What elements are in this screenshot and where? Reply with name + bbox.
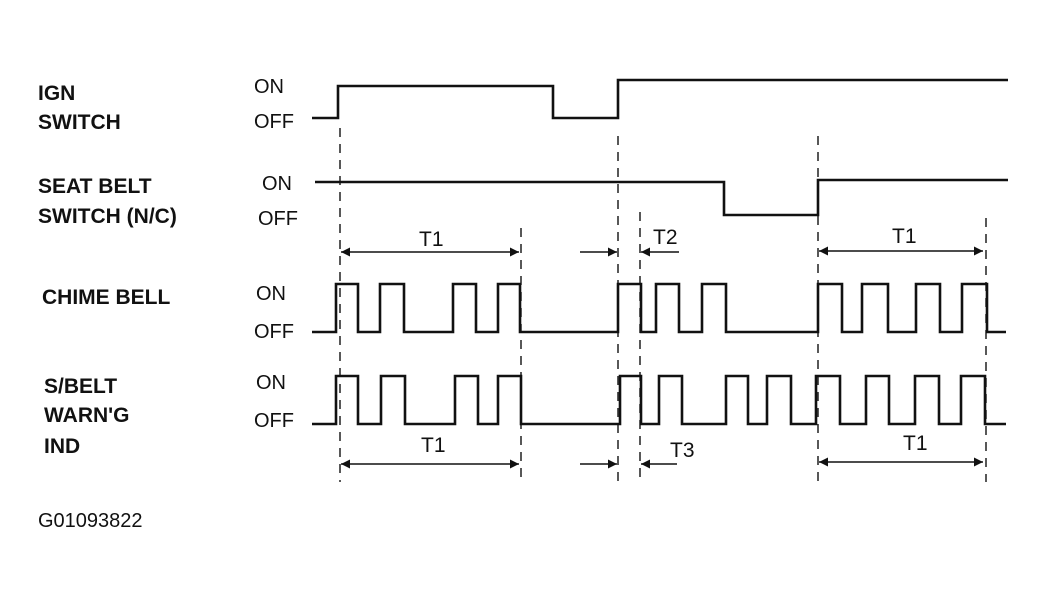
sbelt-warn-ind-waveform: [312, 374, 1006, 426]
chime-bell-waveform: [312, 282, 1006, 334]
t1-label-4: T1: [903, 432, 928, 455]
ign-switch-off-label: OFF: [254, 111, 294, 133]
seat-belt-switch-off-label: OFF: [258, 208, 298, 230]
sbelt-warn-ind-off-label: OFF: [254, 410, 294, 432]
t1-label-1: T1: [419, 228, 444, 251]
seat-belt-switch-label-line-2: SWITCH (N/C): [38, 205, 177, 228]
ign-switch-label-line-2: SWITCH: [38, 111, 121, 134]
sbelt-warn-ind-label-line-3: IND: [44, 435, 80, 458]
chime-bell-on-label: ON: [256, 283, 286, 305]
figure-id: G01093822: [38, 510, 143, 532]
seat-belt-switch-waveform: [315, 178, 1008, 217]
t3-label: T3: [670, 439, 695, 462]
sbelt-warn-ind-label-line-2: WARN'G: [44, 404, 130, 427]
ign-switch-label-line-1: IGN: [38, 82, 75, 105]
chime-bell-off-label: OFF: [254, 321, 294, 343]
seat-belt-switch-label-line-1: SEAT BELT: [38, 175, 152, 198]
t2-label: T2: [653, 226, 678, 249]
ign-switch-on-label: ON: [254, 76, 284, 98]
sbelt-warn-ind-on-label: ON: [256, 372, 286, 394]
ign-switch-waveform: [312, 78, 1008, 120]
seat-belt-switch-on-label: ON: [262, 173, 292, 195]
sbelt-warn-ind-label-line-1: S/BELT: [44, 375, 117, 398]
t1-label-3: T1: [421, 434, 446, 457]
chime-bell-label: CHIME BELL: [42, 286, 171, 309]
t1-label-2: T1: [892, 225, 917, 248]
